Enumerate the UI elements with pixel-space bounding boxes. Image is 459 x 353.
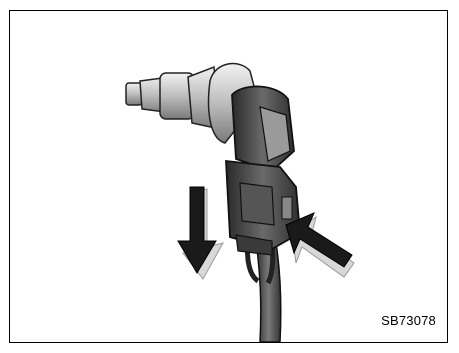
cable-icon <box>256 241 281 342</box>
figure-frame: SB73078 <box>9 10 448 343</box>
push-arrow-icon <box>286 213 354 277</box>
figure-code: SB73078 <box>381 313 436 328</box>
bulb-and-connector-icon <box>10 11 447 342</box>
down-arrow-icon <box>178 187 223 279</box>
